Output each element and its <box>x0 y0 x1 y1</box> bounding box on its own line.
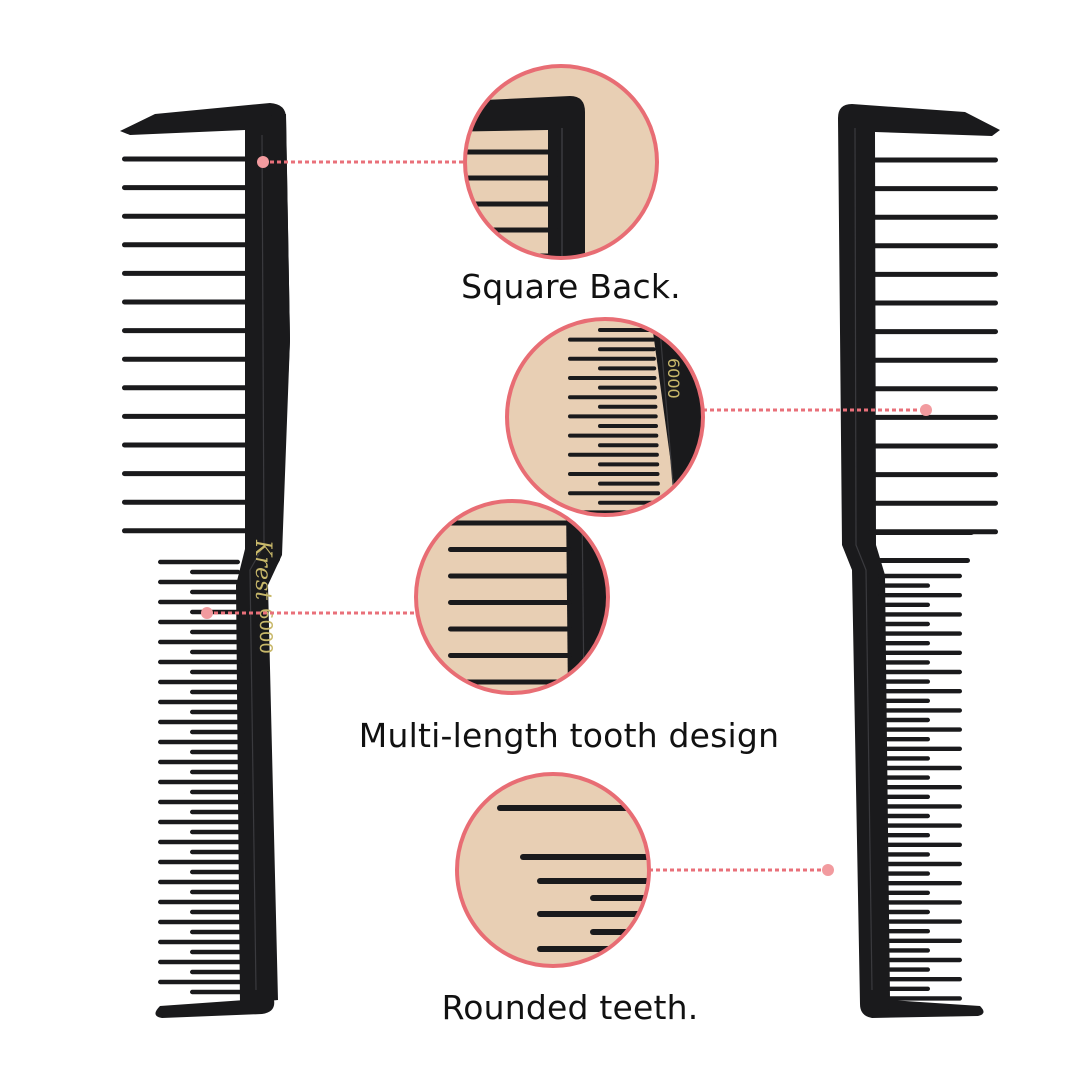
leader-dot-icon <box>920 404 932 416</box>
leader-dot-icon <box>257 156 269 168</box>
magnifier-ring <box>414 499 610 695</box>
callout-multi-length <box>201 499 610 695</box>
model-number-label: 6000 <box>255 608 276 654</box>
brand-script-label: Krest <box>250 539 275 600</box>
callout-fine-teeth: 6000 <box>505 317 932 517</box>
callout-rounded-teeth <box>455 772 834 968</box>
callout-square-back <box>257 64 659 260</box>
right-comb-image <box>838 104 1000 1018</box>
magnifier-ring <box>463 64 659 260</box>
model-number-label: 6000 <box>664 358 683 399</box>
caption-square-back: Square Back. <box>461 267 681 306</box>
left-comb-image: Krest 6000 <box>120 103 290 1018</box>
magnifier-ring <box>455 772 651 968</box>
caption-multi-length: Multi-length tooth design <box>358 716 780 755</box>
caption-rounded-teeth: Rounded teeth. <box>441 988 699 1027</box>
magnifier-ring <box>505 317 705 517</box>
leader-dot-icon <box>822 864 834 876</box>
leader-dot-icon <box>201 607 213 619</box>
